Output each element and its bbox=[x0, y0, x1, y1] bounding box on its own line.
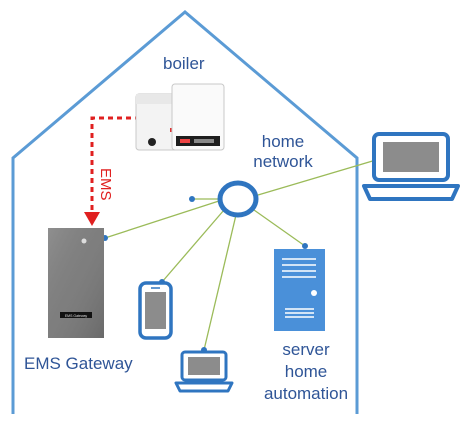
link-gateway bbox=[104, 199, 223, 239]
link-laptop-outside bbox=[257, 156, 387, 196]
server-label-line3: automation bbox=[263, 384, 349, 403]
house-outline bbox=[11, 10, 359, 414]
server-label-line2: home bbox=[284, 362, 328, 381]
home-network-label-line1: home bbox=[261, 132, 305, 151]
ems-gateway-label: EMS Gateway bbox=[24, 354, 133, 373]
network-links bbox=[104, 156, 387, 351]
server-label-line1: server bbox=[282, 340, 330, 359]
gateway-device-text: EMS Gateway bbox=[65, 314, 88, 318]
server-icon bbox=[274, 249, 325, 331]
ems-link-label: EMS bbox=[97, 168, 114, 201]
boiler-icon bbox=[135, 83, 225, 151]
server-label: server home automation bbox=[253, 339, 359, 405]
link-phone bbox=[161, 209, 225, 283]
smartphone-icon bbox=[138, 281, 173, 340]
boiler-label: boiler bbox=[163, 54, 205, 73]
network-hub-icon bbox=[217, 180, 259, 218]
gateway-device-icon: EMS Gateway bbox=[48, 228, 104, 338]
ems-link bbox=[84, 116, 140, 226]
link-laptop-inside bbox=[203, 214, 237, 351]
ems-arrow-icon bbox=[84, 212, 100, 226]
home-network-label-line2: network bbox=[253, 152, 313, 171]
link-server bbox=[253, 209, 306, 247]
laptop-icon bbox=[362, 132, 460, 201]
home-network-label: home network bbox=[248, 132, 318, 172]
laptop-icon-inside bbox=[174, 350, 234, 393]
